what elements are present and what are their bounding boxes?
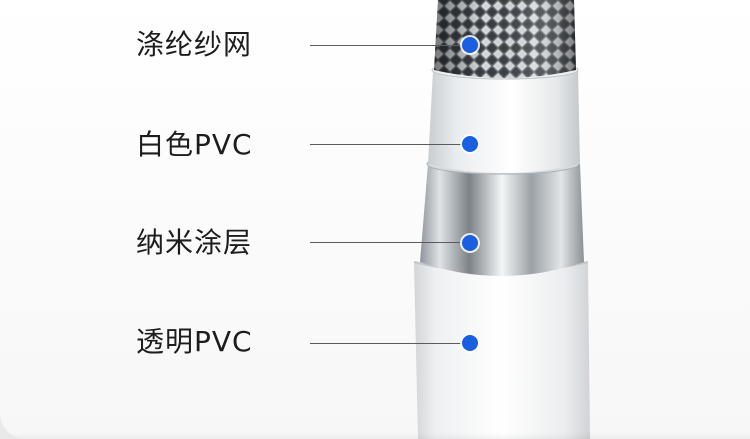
pointer-dot-white-pvc [462,136,478,152]
pointer-dot-nano-coating [462,235,478,251]
pointer-dot-clear-pvc [462,335,478,351]
leader-line-polyester-mesh [310,45,468,46]
leader-line-nano-coating [310,242,468,243]
leader-line-white-pvc [310,144,468,145]
layer-label-nano-coating: 纳米涂层 [136,226,253,259]
leader-line-clear-pvc [310,343,468,344]
layer-label-white-pvc: 白色PVC [136,128,253,161]
layer-label-clear-pvc: 透明PVC [136,325,253,358]
layer-label-polyester-mesh: 涤纶纱网 [136,28,253,61]
pointer-dot-polyester-mesh [462,37,478,53]
